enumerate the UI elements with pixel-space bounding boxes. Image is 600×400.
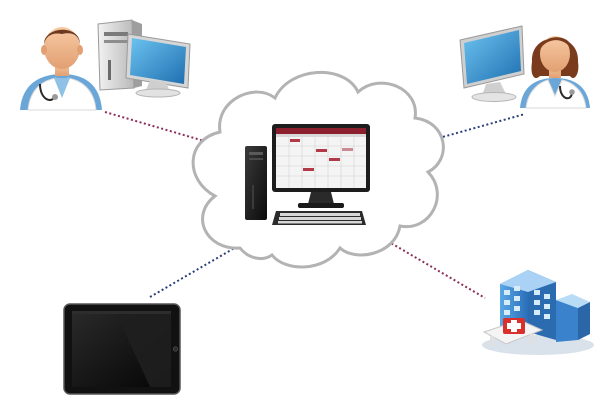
link-doctor-female (377, 113, 526, 156)
female-doctor-icon (520, 36, 590, 109)
link-tablet (149, 231, 263, 298)
central-computer (245, 124, 370, 225)
tablet-icon (63, 303, 181, 395)
male-doctor-icon (20, 27, 102, 111)
link-hospital (371, 231, 486, 299)
desktop-computer-icon (97, 19, 191, 98)
monitor-icon (459, 25, 525, 102)
calendar-app-screen (276, 128, 366, 188)
central-tower (245, 146, 267, 220)
hospital-icon (482, 270, 594, 355)
